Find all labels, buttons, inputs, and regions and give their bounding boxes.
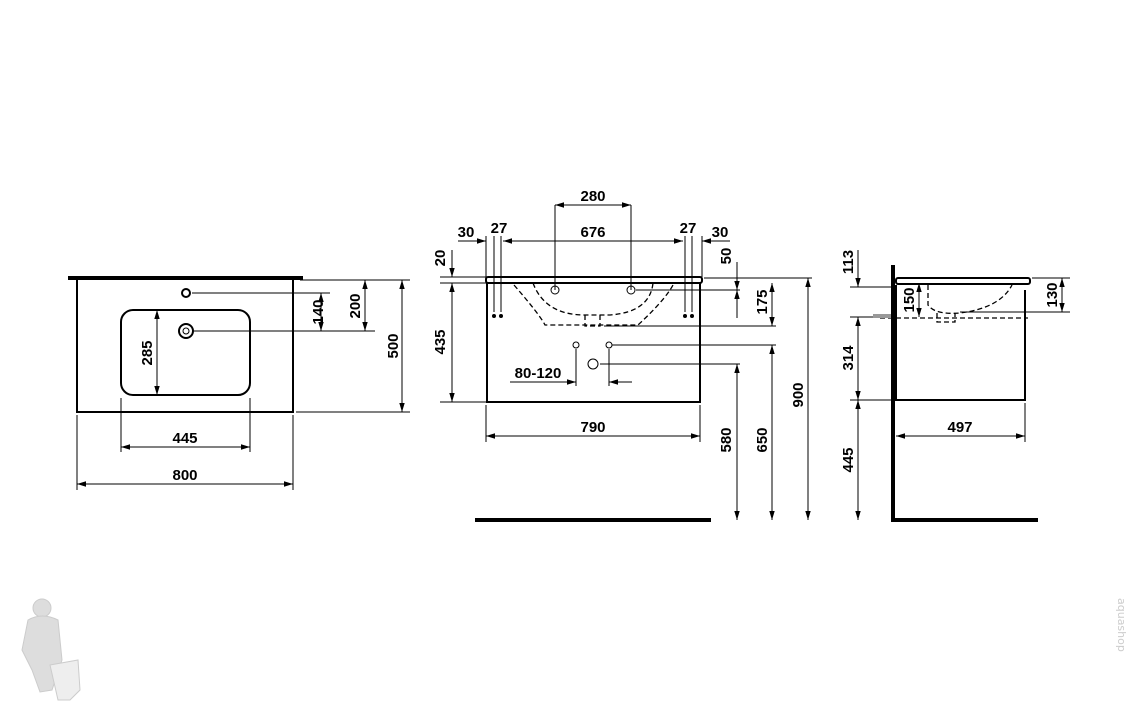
basin-bowl xyxy=(120,309,251,396)
plan-view: 140 200 500 285 445 800 xyxy=(68,276,410,490)
dim-280: 280 xyxy=(580,188,605,205)
dim-130: 130 xyxy=(1044,282,1061,307)
countertop-side xyxy=(895,277,1031,285)
dim-900: 900 xyxy=(790,382,807,407)
tap-hole xyxy=(181,288,191,298)
dim-150: 150 xyxy=(901,287,918,312)
dim-175: 175 xyxy=(754,289,771,314)
dim-500: 500 xyxy=(385,333,402,358)
dim-676: 676 xyxy=(580,224,605,241)
cabinet-side xyxy=(895,285,1026,401)
dim-30-right: 30 xyxy=(712,224,729,241)
dim-580: 580 xyxy=(718,427,735,452)
side-view: 113 314 445 150 130 497 xyxy=(840,250,1070,522)
dim-314: 314 xyxy=(840,345,857,371)
dim-445: 445 xyxy=(172,430,197,447)
countertop xyxy=(485,276,703,284)
dim-80-120: 80-120 xyxy=(515,365,562,382)
dim-27-right: 27 xyxy=(680,220,697,237)
dim-50: 50 xyxy=(718,248,735,265)
dim-650: 650 xyxy=(754,427,771,452)
dim-285: 285 xyxy=(139,340,156,365)
dim-497: 497 xyxy=(947,419,972,436)
dim-790: 790 xyxy=(580,419,605,436)
bowl-outer-hidden xyxy=(513,284,674,326)
dim-445-side: 445 xyxy=(840,447,857,472)
dim-27-left: 27 xyxy=(491,220,508,237)
basin-outline xyxy=(76,280,294,413)
dim-800: 800 xyxy=(172,467,197,484)
watermark-text: aquashop xyxy=(1115,598,1128,652)
front-view: 280 676 30 27 27 30 20 435 50 175 900 65… xyxy=(432,188,812,522)
dim-435: 435 xyxy=(432,329,449,354)
dim-200: 200 xyxy=(347,293,364,318)
dim-140: 140 xyxy=(310,299,327,324)
dim-113: 113 xyxy=(840,250,857,274)
dim-20: 20 xyxy=(432,250,449,267)
drain-hole xyxy=(178,323,194,339)
plumber-watermark-logo xyxy=(21,598,81,701)
dim-30-left: 30 xyxy=(458,224,475,241)
bowl-inner-hidden xyxy=(532,282,654,316)
cabinet xyxy=(486,283,701,403)
